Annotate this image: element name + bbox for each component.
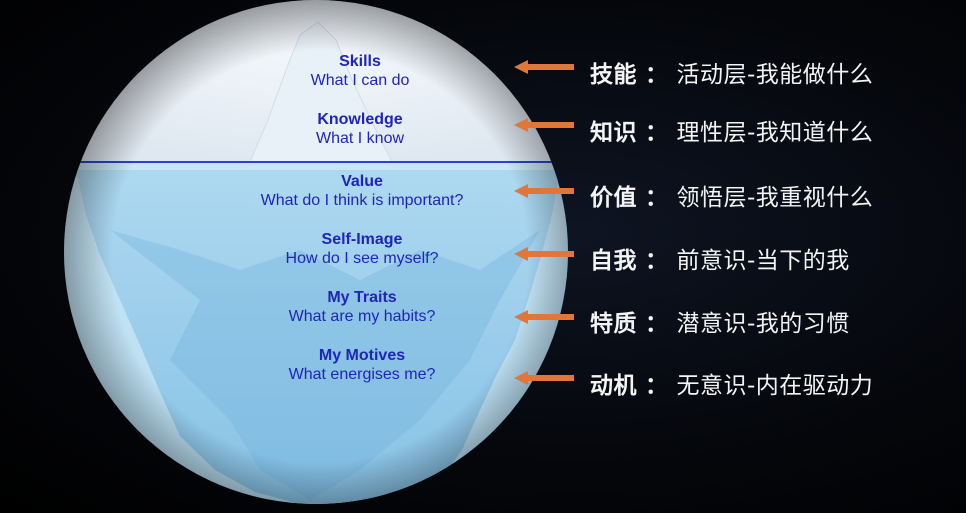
arrow-left-icon — [514, 118, 574, 132]
label-description: 领悟层-我重视什么 — [676, 185, 874, 211]
layer-value: Value What do I think is important? — [212, 172, 512, 210]
layer-label: 技能 ： 活动层-我能做什么 — [590, 55, 873, 89]
label-description: 无意识-内在驱动力 — [676, 373, 874, 399]
label-key: 特质 — [590, 311, 637, 337]
layer-label: 知识 ： 理性层-我知道什么 — [590, 113, 873, 147]
layer-subtitle: What energises me? — [288, 366, 436, 383]
label-key: 价值 — [590, 185, 637, 211]
layer-label: 特质 ： 潜意识-我的习惯 — [590, 304, 850, 338]
layer-title: Self-Image — [321, 231, 403, 248]
arrow-left-icon — [514, 184, 574, 198]
layer-subtitle: What I can do — [310, 72, 410, 89]
label-key: 动机 — [590, 373, 637, 399]
layer-self-image: Self-Image How do I see myself? — [212, 230, 512, 268]
layer-knowledge: Knowledge What I know — [210, 110, 510, 148]
layer-traits: My Traits What are my habits? — [212, 288, 512, 326]
label-key: 知识 — [590, 120, 637, 146]
arrow-left-icon — [514, 247, 574, 261]
label-key: 自我 — [590, 248, 637, 274]
layer-subtitle: What do I think is important? — [260, 192, 464, 209]
layer-label: 价值 ： 领悟层-我重视什么 — [590, 178, 873, 212]
layer-title: My Motives — [318, 347, 406, 364]
label-separator: ： — [645, 248, 669, 274]
label-key: 技能 — [590, 62, 637, 88]
layer-skills: Skills What I can do — [210, 52, 510, 90]
layer-subtitle: What I know — [315, 130, 405, 147]
label-separator: ： — [645, 62, 669, 88]
label-description: 活动层-我能做什么 — [676, 62, 874, 88]
layer-label: 动机 ： 无意识-内在驱动力 — [590, 366, 873, 400]
label-separator: ： — [645, 373, 669, 399]
layer-label: 自我 ： 前意识-当下的我 — [590, 241, 850, 275]
layer-title: Value — [341, 173, 383, 190]
label-description: 潜意识-我的习惯 — [676, 311, 850, 337]
label-description: 理性层-我知道什么 — [676, 120, 874, 146]
label-separator: ： — [645, 185, 669, 211]
label-separator: ： — [645, 311, 669, 337]
arrow-left-icon — [514, 371, 574, 385]
layer-subtitle: How do I see myself? — [285, 250, 439, 267]
label-description: 前意识-当下的我 — [676, 248, 850, 274]
layer-title: Knowledge — [317, 111, 403, 128]
layer-title: Skills — [339, 53, 381, 70]
arrow-left-icon — [514, 60, 574, 74]
label-separator: ： — [645, 120, 669, 146]
layer-title: My Traits — [327, 289, 397, 306]
layer-motives: My Motives What energises me? — [212, 346, 512, 384]
arrow-left-icon — [514, 310, 574, 324]
layer-subtitle: What are my habits? — [288, 308, 436, 325]
